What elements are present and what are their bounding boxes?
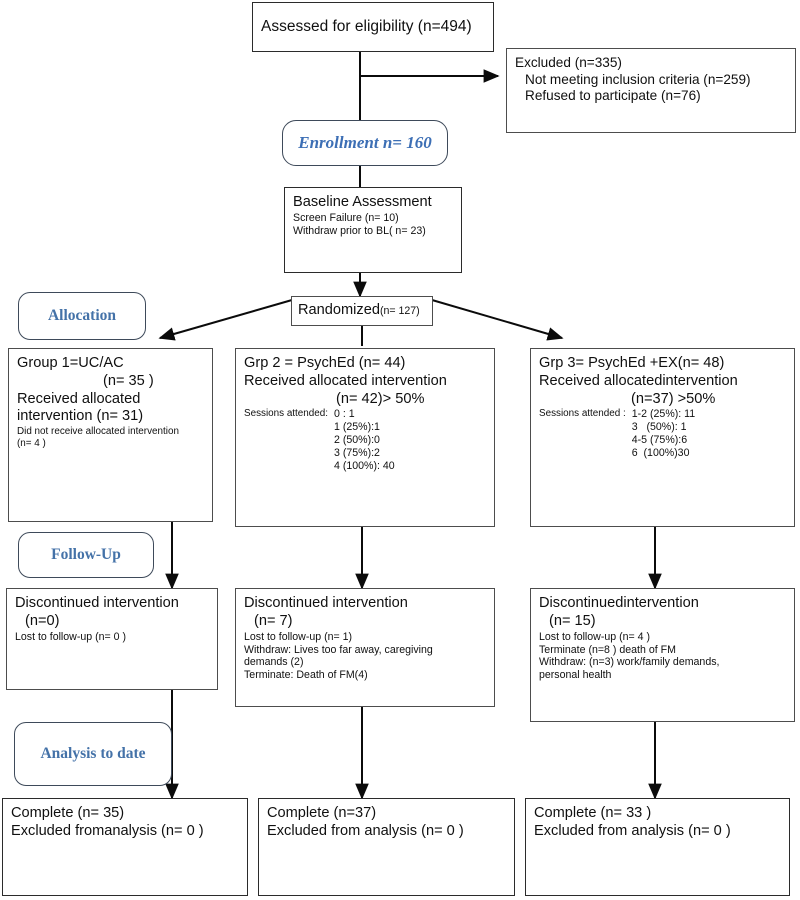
group2-sessions-label: Sessions attended: — [244, 408, 328, 420]
baseline-screen-failure-text: Screen Failure (n= 10) — [293, 211, 399, 224]
disc2-title-text: Discontinued intervention — [244, 595, 408, 611]
disc3-withdraw-line1: Withdraw: (n=3) work/family demands, — [539, 656, 720, 669]
disc1-lost-text: Lost to follow-up (n= 0 ) — [15, 630, 126, 643]
analysis-stage-text: Analysis to date — [40, 745, 146, 762]
group3-received-text: Received allocatedintervention — [539, 372, 738, 389]
group2-received-text: Received allocated intervention — [244, 372, 447, 389]
group3-session-row: 6 (100%)30 — [631, 447, 690, 460]
group1-discontinued-box: Discontinued intervention (n=0) Lost to … — [6, 588, 218, 690]
baseline-assessment-box: Baseline Assessment Screen Failure (n= 1… — [284, 187, 462, 273]
group3-allocation-box: Grp 3= PsychEd +EX(n= 48) Received alloc… — [530, 348, 795, 527]
disc2-lost-text: Lost to follow-up (n= 1) — [244, 630, 353, 643]
excluded-total-text: Excluded (n=335) — [515, 55, 622, 70]
enrollment-stage-label: Enrollment n= 160 — [282, 120, 448, 166]
group1-allocation-box: Group 1=UC/AC (n= 35 ) Received allocate… — [8, 348, 213, 522]
group2-name-text: Grp 2 = PsychEd (n= 44) — [244, 355, 406, 371]
group3-session-row: 3 (50%): 1 — [631, 421, 687, 434]
allocation-stage-text: Allocation — [47, 307, 117, 324]
baseline-title: Baseline Assessment — [293, 194, 432, 210]
disc2-withdraw-line1: Withdraw: Lives too far away, caregiving — [244, 643, 433, 656]
group2-session-row: 3 (75%):2 — [334, 447, 380, 460]
final2-complete-text: Complete (n=37) — [267, 805, 377, 821]
final2-excluded-text: Excluded from analysis (n= 0 ) — [267, 822, 464, 839]
excluded-box: Excluded (n=335) Not meeting inclusion c… — [506, 48, 796, 133]
group3-sessions-block: Sessions attended : 1-2 (25%): 11 3 (50%… — [539, 408, 786, 460]
randomized-count: (n= 127) — [379, 304, 420, 317]
disc3-terminate-text: Terminate (n=8 ) death of FM — [539, 643, 676, 656]
baseline-withdraw-text: Withdraw prior to BL( n= 23) — [293, 224, 426, 237]
disc3-title-text: Discontinuedintervention — [539, 595, 699, 611]
disc1-count-text: (n=0) — [25, 612, 60, 629]
group2-discontinued-box: Discontinued intervention (n= 7) Lost to… — [235, 588, 495, 707]
assessed-for-eligibility-box: Assessed for eligibility (n=494) — [252, 2, 494, 52]
group1-received-line1: Received allocated — [17, 390, 141, 407]
randomized-box: Randomized(n= 127) — [291, 296, 433, 326]
analysis-stage-label: Analysis to date — [14, 722, 172, 786]
disc2-withdraw-line2: demands (2) — [244, 656, 304, 669]
group1-allocated-text: (n= 35 ) — [103, 372, 154, 389]
group3-session-row: 1-2 (25%): 11 — [631, 408, 696, 421]
group3-received-count-text: (n=37) >50% — [631, 390, 716, 407]
group3-sessions-label: Sessions attended : — [539, 408, 626, 420]
group2-sessions-block: Sessions attended: 0 : 1 1 (25%):1 2 (50… — [244, 408, 486, 473]
enrollment-stage-text: Enrollment n= 160 — [298, 133, 432, 152]
group2-session-row: 1 (25%):1 — [334, 421, 380, 434]
final1-excluded-text: Excluded fromanalysis (n= 0 ) — [11, 822, 204, 839]
group1-not-received-line2: (n= 4 ) — [17, 438, 46, 450]
allocation-stage-label: Allocation — [18, 292, 146, 340]
final1-complete-text: Complete (n= 35) — [11, 805, 125, 821]
final3-complete-text: Complete (n= 33 ) — [534, 805, 652, 821]
followup-stage-text: Follow-Up — [51, 546, 121, 563]
disc1-title-text: Discontinued intervention — [15, 595, 179, 611]
excluded-not-meeting-text: Not meeting inclusion criteria (n=259) — [525, 71, 751, 87]
group3-name-text: Grp 3= PsychEd +EX(n= 48) — [539, 355, 725, 371]
group3-session-row: 4-5 (75%):6 — [631, 434, 688, 447]
disc3-withdraw-line2: personal health — [539, 669, 612, 682]
final3-excluded-text: Excluded from analysis (n= 0 ) — [534, 822, 731, 839]
group3-discontinued-box: Discontinuedintervention (n= 15) Lost to… — [530, 588, 795, 722]
group2-analysis-box: Complete (n=37) Excluded from analysis (… — [258, 798, 515, 896]
group2-session-row: 4 (100%): 40 — [334, 460, 395, 473]
disc3-lost-text: Lost to follow-up (n= 4 ) — [539, 630, 650, 643]
group3-analysis-box: Complete (n= 33 ) Excluded from analysis… — [525, 798, 790, 896]
assessed-for-eligibility-text: Assessed for eligibility (n=494) — [261, 17, 472, 35]
disc3-count-text: (n= 15) — [549, 612, 596, 629]
randomized-label: Randomized — [298, 302, 380, 319]
disc2-count-text: (n= 7) — [254, 612, 293, 629]
excluded-refused-text: Refused to participate (n=76) — [525, 88, 701, 104]
group2-session-row: 2 (50%):0 — [334, 434, 380, 447]
group1-received-line2: intervention (n= 31) — [17, 408, 144, 425]
group1-analysis-box: Complete (n= 35) Excluded fromanalysis (… — [2, 798, 248, 896]
group1-not-received-line1: Did not receive allocated intervention — [17, 426, 179, 438]
disc2-terminate-text: Terminate: Death of FM(4) — [244, 669, 368, 682]
group1-name-text: Group 1=UC/AC — [17, 355, 124, 371]
group2-allocation-box: Grp 2 = PsychEd (n= 44) Received allocat… — [235, 348, 495, 527]
group2-received-count-text: (n= 42)> 50% — [336, 390, 425, 407]
followup-stage-label: Follow-Up — [18, 532, 154, 578]
group2-session-row: 0 : 1 — [334, 408, 355, 421]
